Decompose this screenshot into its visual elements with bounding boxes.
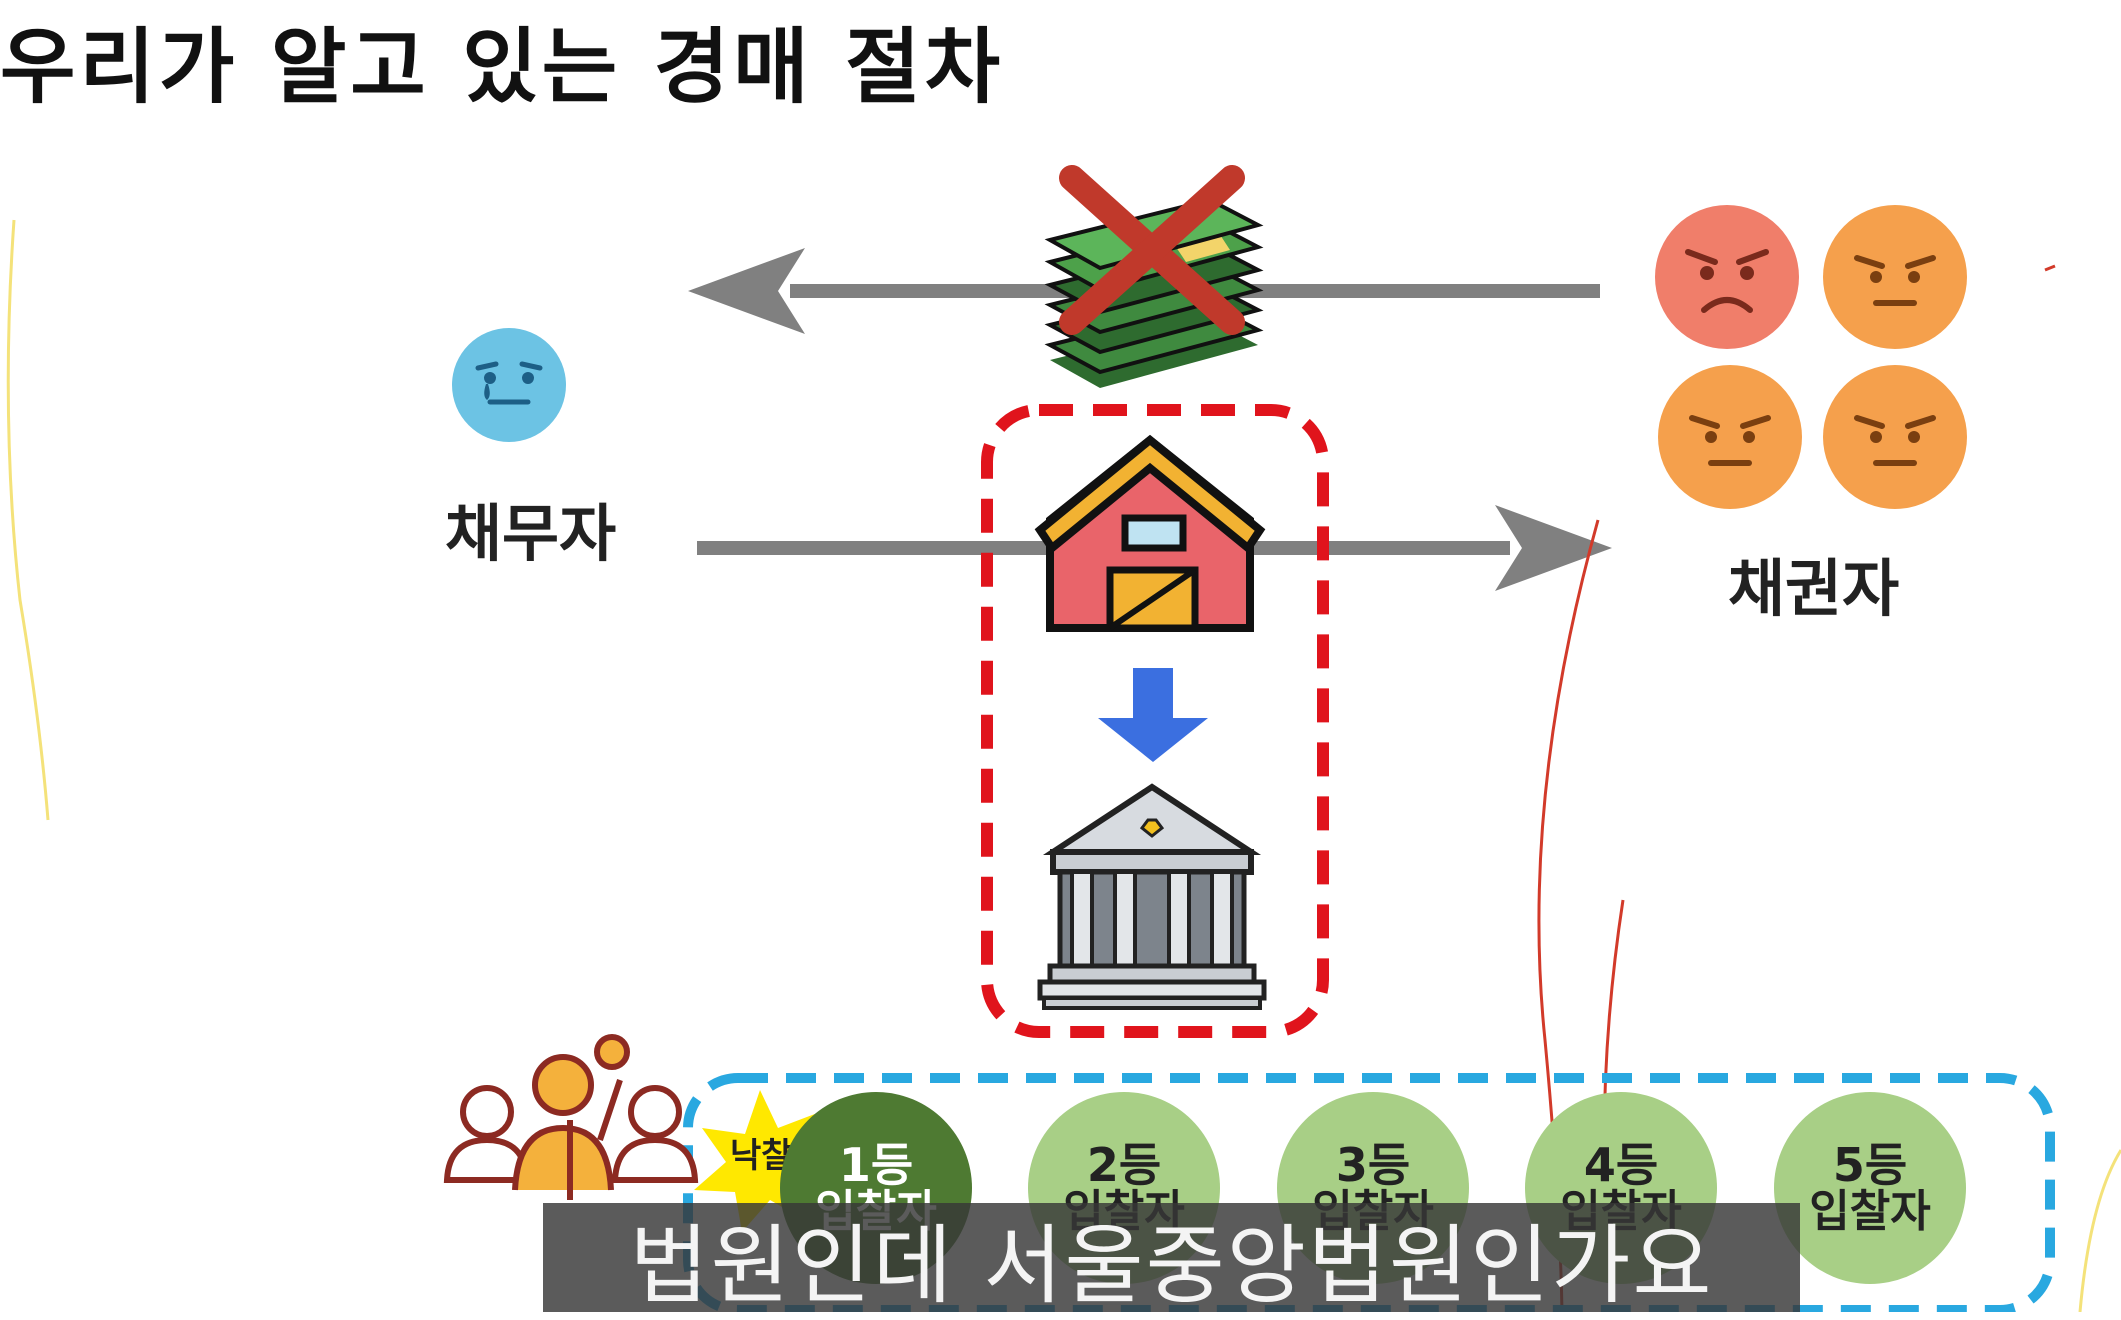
page-title: 우리가 알고 있는 경매 절차	[0, 20, 1005, 115]
bidder-rank: 2등	[1086, 1137, 1162, 1192]
creditor-label: 채권자	[1728, 552, 1900, 625]
bidder-5: 5등 입찰자	[1774, 1092, 1966, 1284]
bidding-crowd-icon	[443, 1034, 699, 1200]
subtitle-caption: 법원인데 서울중앙법원인가요	[629, 1216, 1714, 1316]
bidder-rank: 5등	[1832, 1137, 1908, 1192]
scribble-mark-red	[2044, 264, 2056, 272]
scribble-line-left	[6, 219, 50, 821]
bidder-rank: 1등	[838, 1137, 914, 1192]
angry-face-icon	[1655, 205, 1799, 349]
annoyed-face-icon	[1823, 205, 1967, 349]
annoyed-face-icon	[1658, 365, 1802, 509]
bidder-rank: 3등	[1335, 1137, 1411, 1192]
cross-mark-icon	[1059, 165, 1245, 335]
court-process-frame	[981, 404, 1329, 1038]
house-icon	[1034, 434, 1266, 632]
money-stack-icon	[1044, 197, 1264, 388]
courthouse-icon	[1037, 783, 1267, 1010]
bidder-rank: 4등	[1583, 1137, 1659, 1192]
bidder-role: 입찰자	[1809, 1186, 1931, 1238]
scribble-line-right	[2078, 1149, 2121, 1312]
subtitle-background	[543, 1203, 1800, 1312]
annoyed-face-icon	[1823, 365, 1967, 509]
debtor-label: 채무자	[445, 497, 617, 570]
down-arrow-icon	[1098, 668, 1208, 762]
sad-face-icon	[452, 328, 566, 442]
